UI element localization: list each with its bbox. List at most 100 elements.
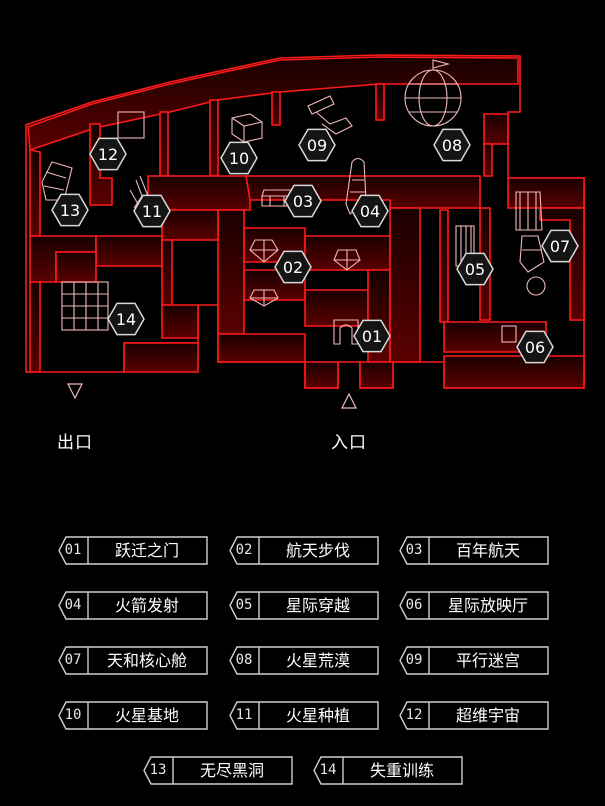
map-marker-11[interactable]: 11 [133,194,171,228]
legend-item-11[interactable]: 11 火星种植 [229,701,379,730]
map-marker-13[interactable]: 13 [51,193,89,227]
marker-number: 09 [307,136,327,155]
map-markers: 01 02 03 04 05 06 07 08 09 10 11 12 13 14 [51,128,579,364]
screen-icon [501,325,517,343]
legend-name: 火箭发射 [114,596,179,615]
legend-name: 平行迷宫 [455,651,520,670]
entrance-label: 入口 [331,433,367,453]
map-marker-01[interactable]: 01 [353,319,391,353]
map-marker-02[interactable]: 02 [274,250,312,284]
legend-item-05[interactable]: 05 星际穿越 [229,591,379,620]
legend-name: 失重训练 [369,761,434,780]
legend-number: 06 [405,597,423,613]
marker-hexagon [353,319,391,353]
legend-number: 05 [235,597,253,613]
legend-name: 航天步伐 [285,541,350,560]
legend-item-09[interactable]: 09 平行迷宫 [399,646,549,675]
marker-hexagon [351,194,389,228]
marker-hexagon [220,141,258,175]
exit-label: 出口 [57,433,93,453]
marker-number: 07 [550,237,570,256]
legend-frame [229,536,379,565]
legend-item-03[interactable]: 03 百年航天 [399,536,549,565]
legend-number: 01 [64,542,82,558]
legend-name: 火星基地 [114,706,179,725]
legend-number: 08 [235,652,253,668]
map-marker-07[interactable]: 07 [541,229,579,263]
exit-arrow-icon [67,383,83,400]
map-marker-06[interactable]: 06 [516,330,554,364]
marker-number: 01 [362,327,382,346]
legend-name: 星际穿越 [285,596,350,615]
ring-icon [41,161,73,201]
grid-icon [61,281,109,331]
legend-frame [229,591,379,620]
map-marker-14[interactable]: 14 [107,302,145,336]
legend-frame [229,646,379,675]
cube-icon [231,113,263,143]
legend-number: 02 [235,542,253,558]
legend-name: 跃迁之门 [114,541,179,560]
globe-icon [404,59,462,127]
map-marker-04[interactable]: 04 [351,194,389,228]
legend-number: 04 [64,597,82,613]
marker-number: 10 [229,149,249,168]
marker-hexagon [433,128,471,162]
legend-name: 百年航天 [455,541,520,560]
marker-number: 03 [293,192,313,211]
floor-plan: 01 02 03 04 05 06 07 08 09 10 11 12 13 14 [25,54,585,409]
legend-frame [58,536,208,565]
marker-hexagon [541,229,579,263]
legend-name: 无尽黑洞 [199,761,264,780]
legend-name: 火星种植 [285,706,350,725]
legend-name: 天和核心舱 [106,651,187,670]
legend-item-07[interactable]: 07 天和核心舱 [58,646,208,675]
marker-number: 08 [442,136,462,155]
marker-hexagon [456,252,494,286]
legend-number: 11 [235,707,253,723]
legend-number: 12 [405,707,423,723]
map-marker-03[interactable]: 03 [284,184,322,218]
legend-number: 07 [64,652,82,668]
box-icon [117,111,145,139]
legend-name: 超维宇宙 [455,706,520,725]
legend-number: 03 [405,542,423,558]
legend-number: 09 [405,652,423,668]
legend-number: 10 [64,707,82,723]
marker-hexagon [274,250,312,284]
legend-frame [399,536,549,565]
legend-frame [58,701,208,730]
marker-number: 02 [283,258,303,277]
map-marker-05[interactable]: 05 [456,252,494,286]
legend-frame [58,646,208,675]
legend-frame [399,646,549,675]
map-marker-08[interactable]: 08 [433,128,471,162]
legend-frame [399,591,549,620]
marker-number: 12 [98,145,118,164]
map-marker-10[interactable]: 10 [220,141,258,175]
legend-frame [229,701,379,730]
marker-hexagon [107,302,145,336]
legend-item-12[interactable]: 12 超维宇宙 [399,701,549,730]
legend-item-02[interactable]: 02 航天步伐 [229,536,379,565]
marker-number: 04 [360,202,380,221]
legend-item-06[interactable]: 06 星际放映厅 [399,591,549,620]
legend-item-04[interactable]: 04 火箭发射 [58,591,208,620]
legend-name: 星际放映厅 [447,596,528,615]
map-marker-12[interactable]: 12 [89,137,127,171]
legend-item-01[interactable]: 01 跃迁之门 [58,536,208,565]
map-marker-09[interactable]: 09 [298,128,336,162]
marker-hexagon [298,128,336,162]
walls [25,54,585,389]
marker-hexagon [284,184,322,218]
legend-item-10[interactable]: 10 火星基地 [58,701,208,730]
marker-number: 14 [116,310,136,329]
entrance-arrow-icon [341,392,357,409]
legend-frame [143,756,293,785]
marker-hexagon [133,194,171,228]
marker-number: 11 [142,202,162,221]
legend-frame [58,591,208,620]
